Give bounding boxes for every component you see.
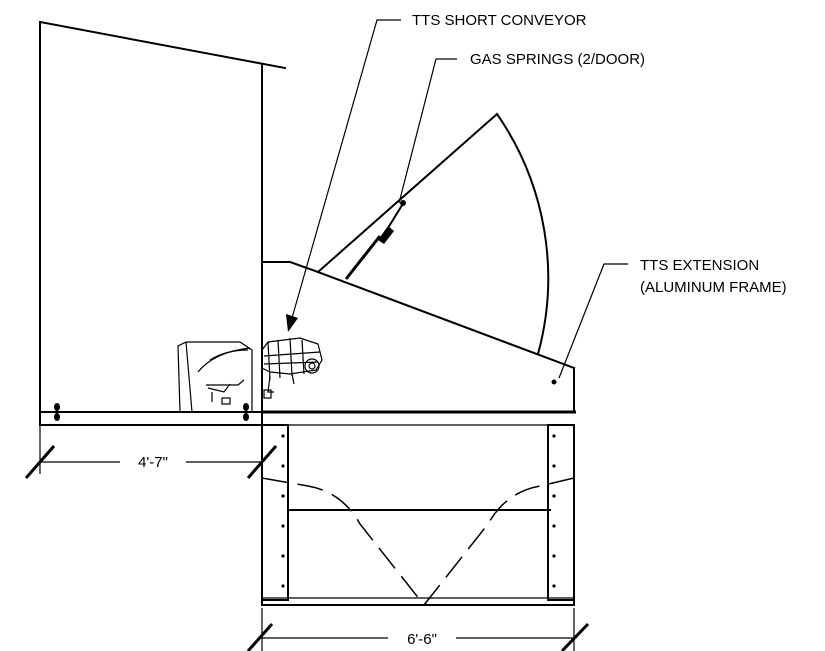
- tts-extension-frame: [261, 260, 576, 414]
- dimension-right-label: 6'-6": [407, 631, 437, 648]
- dimension-left-label: 4'-7": [138, 454, 168, 471]
- dimension-right: 6'-6": [246, 608, 590, 651]
- short-conveyor: [261, 337, 323, 399]
- anchor-bolt-right: [243, 403, 249, 421]
- label-short-conveyor: TTS SHORT CONVEYOR: [412, 12, 587, 29]
- label-tts-extension: TTS EXTENSION: [640, 257, 759, 274]
- interior-unit: [177, 341, 253, 413]
- label-gas-springs: GAS SPRINGS (2/DOOR): [470, 51, 645, 68]
- pit-hopper: [261, 424, 575, 607]
- gas-spring: [344, 200, 406, 280]
- anchor-bolt-left: [54, 403, 60, 421]
- leader-tts-extension: [558, 263, 628, 379]
- leader-gas-springs: [398, 58, 457, 204]
- leader-short-conveyor: [286, 19, 401, 332]
- hopper-profile: [261, 477, 575, 607]
- dimension-left: 4'-7": [24, 426, 278, 479]
- building-wall: [38, 20, 287, 426]
- post-bolts-left: [281, 434, 285, 588]
- post-bolts-right: [552, 434, 556, 588]
- label-aluminum-frame: (ALUMINUM FRAME): [640, 279, 787, 296]
- door-swing: [316, 112, 550, 356]
